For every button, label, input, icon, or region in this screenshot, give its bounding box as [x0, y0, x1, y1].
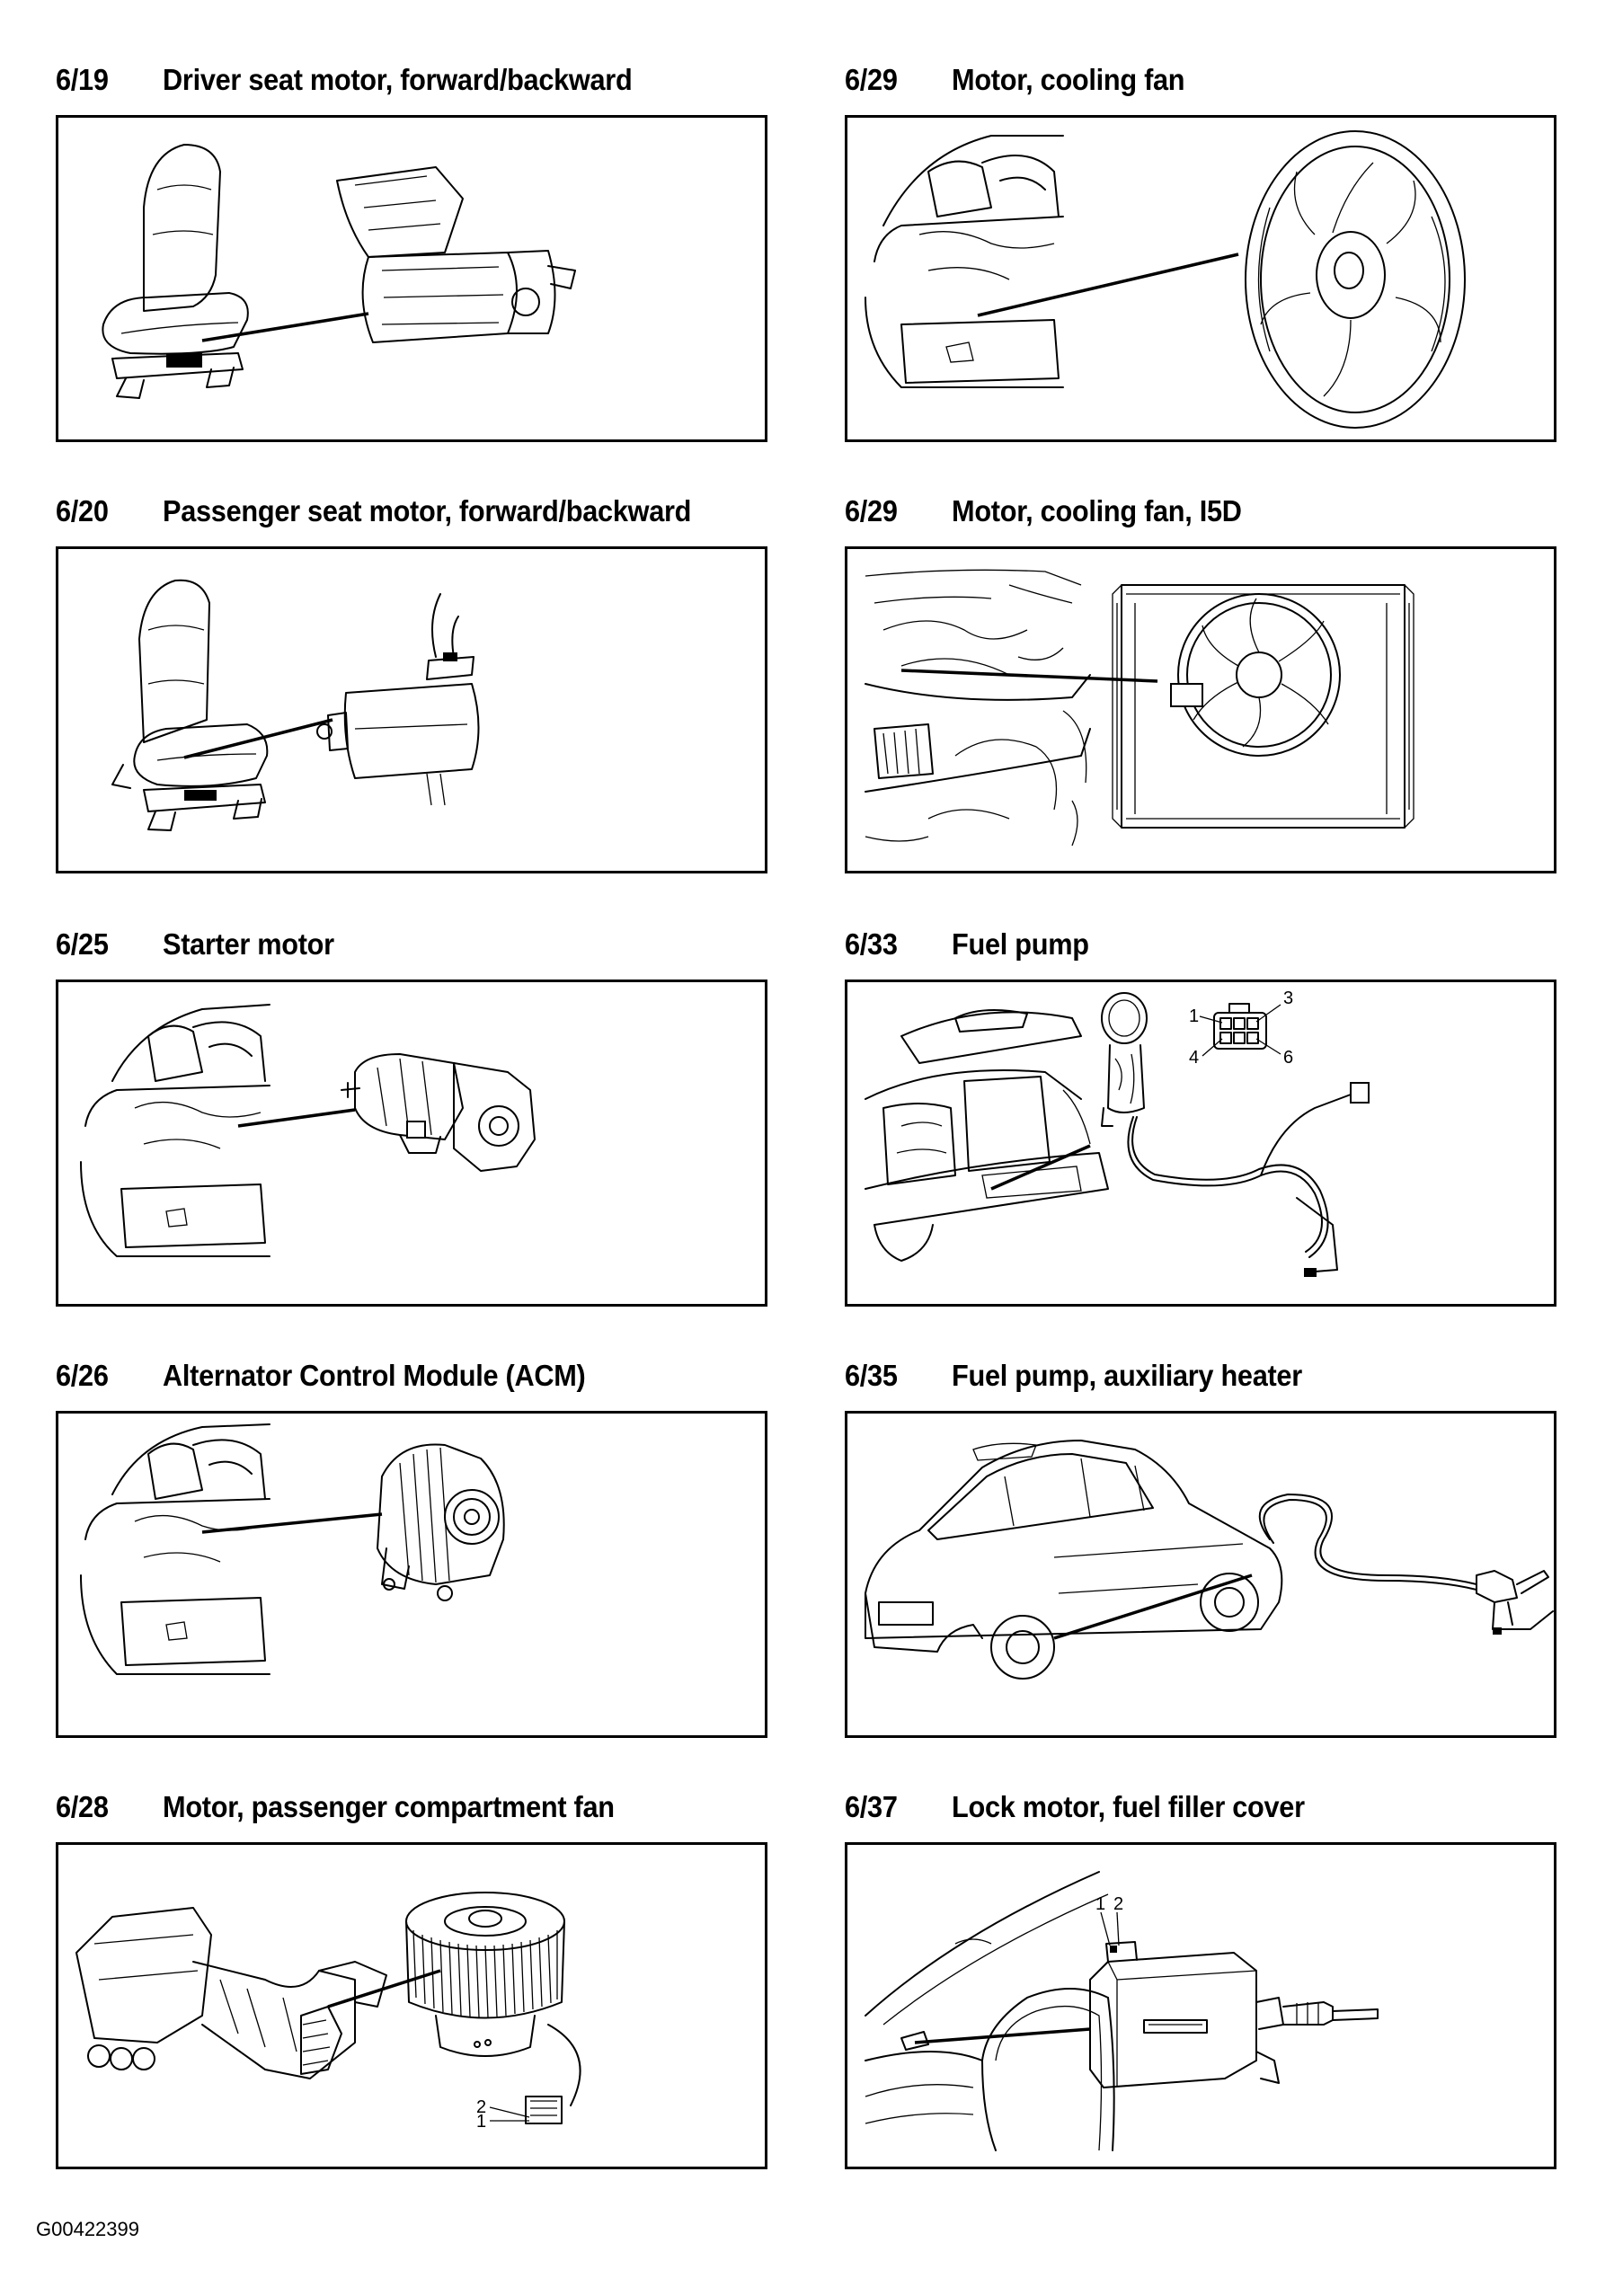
panel-code: 6/37	[845, 1790, 898, 1823]
car-interior-icon	[865, 1009, 1109, 1262]
car-icon	[865, 1440, 1283, 1680]
leader-line	[900, 669, 1158, 683]
leader-line	[201, 312, 369, 342]
illustration-box: 1 3 4 6	[845, 980, 1556, 1307]
panel-name: Alternator Control Module (ACM)	[163, 1359, 586, 1392]
lock-motor-icon: 1 2	[1089, 1894, 1379, 2088]
figure-id: G00422399	[36, 2218, 139, 2240]
panel-title: 6/20 Passenger seat motor, forward/backwa…	[56, 494, 691, 530]
seat-motor-illustration	[102, 144, 576, 399]
starter-motor-illustration	[80, 1004, 536, 1257]
leader-line	[990, 1144, 1091, 1191]
connector-pinout-icon: 1 3 4 6	[1189, 988, 1293, 1068]
fan-icon	[1245, 130, 1466, 429]
illustration-box	[56, 980, 767, 1307]
panel-name: Starter motor	[163, 927, 334, 961]
leader-line	[914, 2027, 1091, 2044]
seat-motor-illustration	[111, 579, 480, 831]
panel-code: 6/29	[845, 494, 898, 527]
cooling-fan-illustration	[865, 130, 1466, 429]
panel-name: Motor, cooling fan	[952, 63, 1185, 96]
leader-line	[977, 253, 1239, 317]
pin-label: 2	[1113, 1894, 1123, 1914]
panel-name: Fuel pump, auxiliary heater	[952, 1359, 1302, 1392]
illustration-box	[56, 1411, 767, 1738]
panel-title: 6/25 Starter motor	[56, 927, 334, 963]
pin-label: 1	[1095, 1894, 1105, 1914]
illustration-box	[845, 1411, 1556, 1738]
pin-label: 6	[1283, 1048, 1293, 1068]
leader-line	[183, 718, 333, 759]
pin-label: 2	[476, 2097, 486, 2117]
panel-title: 6/19 Driver seat motor, forward/backward	[56, 63, 633, 99]
panel-name: Lock motor, fuel filler cover	[952, 1790, 1305, 1823]
pin-label: 4	[1189, 1048, 1199, 1068]
heater-pump-icon	[1258, 1494, 1554, 1635]
aux-heater-pump-illustration	[865, 1440, 1554, 1680]
blower-icon: 2 1	[405, 1892, 581, 2132]
panel-name: Motor, cooling fan, I5D	[952, 494, 1242, 527]
fuel-pump-illustration: 1 3 4 6	[865, 988, 1370, 1277]
panel-title: 6/28 Motor, passenger compartment fan	[56, 1790, 615, 1826]
motor-icon	[336, 166, 576, 343]
panel-title: 6/37 Lock motor, fuel filler cover	[845, 1790, 1305, 1826]
panel-title: 6/35 Fuel pump, auxiliary heater	[845, 1359, 1302, 1395]
seat-icon	[102, 144, 249, 399]
blower-motor-illustration: 2 1	[75, 1892, 581, 2132]
cooling-fan-i5d-illustration	[865, 569, 1414, 847]
panel-code: 6/25	[56, 927, 109, 961]
leader-line	[327, 1969, 441, 2008]
illustration-box	[845, 115, 1556, 442]
illustration-box: 2 1	[56, 1842, 767, 2169]
leader-line	[1053, 1574, 1253, 1640]
alternator-illustration	[80, 1423, 505, 1675]
leader-line	[201, 1512, 383, 1534]
panel-title: 6/33 Fuel pump	[845, 927, 1089, 963]
panel-code: 6/33	[845, 927, 898, 961]
illustration-box	[56, 546, 767, 873]
panel-code: 6/29	[845, 63, 898, 96]
panel-name: Driver seat motor, forward/backward	[163, 63, 633, 96]
panel-code: 6/19	[56, 63, 109, 96]
illustration-box: 1 2	[845, 1842, 1556, 2169]
engine-bay-icon	[80, 1004, 270, 1257]
panel-name: Fuel pump	[952, 927, 1089, 961]
panel-title: 6/29 Motor, cooling fan, I5D	[845, 494, 1242, 530]
alternator-icon	[377, 1443, 505, 1601]
lock-motor-illustration: 1 2	[865, 1871, 1379, 2151]
starter-icon	[341, 1053, 536, 1172]
illustration-box	[845, 546, 1556, 873]
illustration-box	[56, 115, 767, 442]
panel-name: Motor, passenger compartment fan	[163, 1790, 615, 1823]
pin-label: 3	[1283, 988, 1293, 1008]
radiator-fan-icon	[1112, 584, 1414, 829]
panel-code: 6/26	[56, 1359, 109, 1392]
panel-title: 6/26 Alternator Control Module (ACM)	[56, 1359, 586, 1395]
panel-code: 6/28	[56, 1790, 109, 1823]
engine-bay-icon	[865, 135, 1064, 388]
engine-bay-icon	[80, 1423, 270, 1675]
engine-bay-icon	[865, 569, 1091, 847]
seat-icon	[111, 579, 269, 831]
motor-icon	[316, 593, 480, 806]
panel-code: 6/20	[56, 494, 109, 527]
panel-title: 6/29 Motor, cooling fan	[845, 63, 1185, 99]
panel-code: 6/35	[845, 1359, 898, 1392]
pin-label: 1	[476, 2112, 486, 2132]
fuel-pump-module-icon	[1101, 992, 1370, 1277]
rear-fender-icon	[865, 1871, 1115, 2151]
hvac-unit-icon	[75, 1907, 387, 2079]
leader-line	[237, 1108, 356, 1128]
pin-label: 1	[1189, 1006, 1199, 1026]
panel-name: Passenger seat motor, forward/backward	[163, 494, 692, 527]
